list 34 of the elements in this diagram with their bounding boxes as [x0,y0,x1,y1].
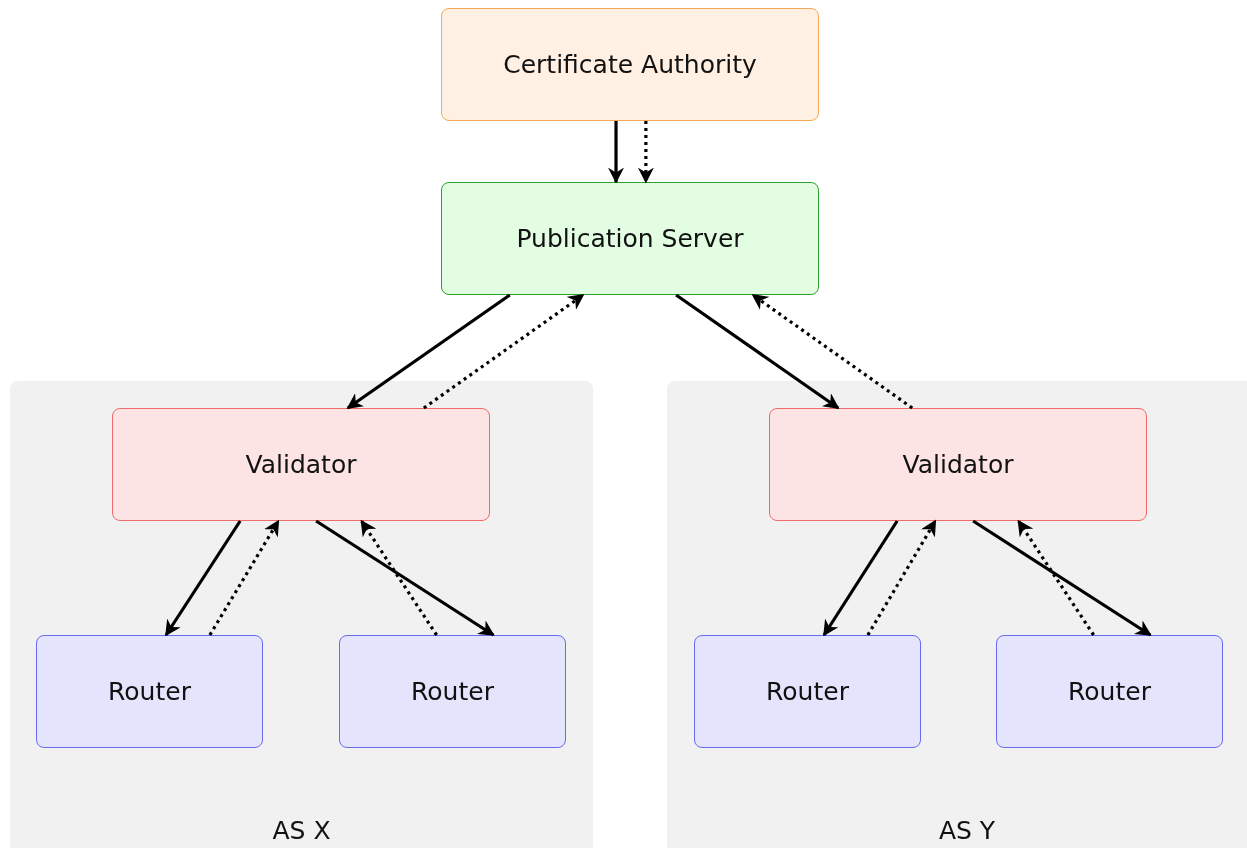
node-label: Router [108,677,191,706]
arrow [1017,519,1095,636]
process-box [441,8,819,121]
arrow [315,519,495,637]
node-label: Publication Server [516,224,744,253]
arrow [608,121,624,184]
arrow [822,520,899,637]
group-panel [667,381,1247,848]
process-box [339,635,566,748]
process-box [112,408,490,521]
process-box [694,635,921,748]
arrow [675,293,840,410]
node-label: Certificate Authority [503,50,757,79]
node-label: Validator [902,450,1014,479]
group-panel [10,381,593,848]
arrow [751,293,914,410]
arrow [360,519,438,636]
node-label: Validator [245,450,357,479]
arrow [637,121,654,184]
process-box [36,635,263,748]
process-box [769,408,1147,521]
arrow [208,519,280,636]
group-label: AS X [272,816,331,845]
node-label: Router [1068,677,1151,706]
arrow [422,293,585,410]
process-box [996,635,1223,748]
node-label: Router [766,677,849,706]
group-label: AS Y [938,816,996,845]
node-label: Router [411,677,494,706]
arrow [346,293,511,410]
arrow [866,519,937,636]
arrow [164,520,242,637]
process-box [441,182,819,295]
arrow [972,519,1152,637]
